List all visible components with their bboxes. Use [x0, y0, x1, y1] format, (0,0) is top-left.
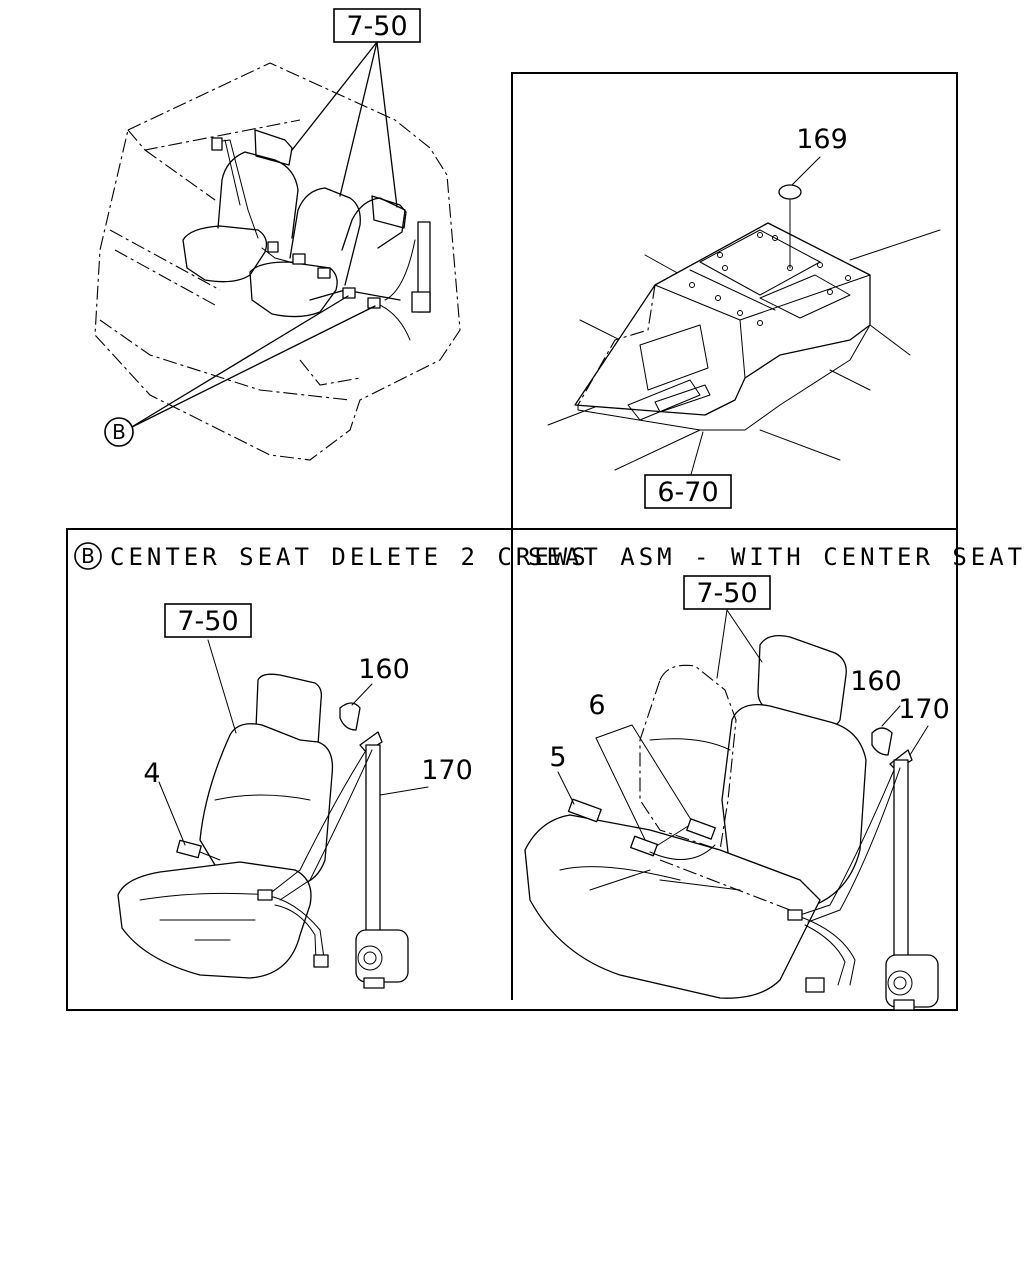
callout-left-seat-label: 7-50 [177, 606, 238, 637]
floor-console [547, 156, 941, 479]
callout-plug: 169 [796, 124, 848, 155]
callout-left-anchor-cover-label: 160 [358, 654, 410, 685]
callout-b-top: B [104, 417, 134, 447]
cab-overview [94, 41, 461, 461]
single-seat [117, 639, 429, 989]
callout-b-top-label: B [112, 420, 126, 444]
callout-left-belt-label: 170 [421, 755, 473, 786]
left-header: B CENTER SEAT DELETE 2 CREWS [74, 542, 590, 571]
callout-plug-label: 169 [796, 124, 848, 155]
left-header-title: CENTER SEAT DELETE 2 CREWS [110, 543, 590, 571]
callout-right-belt-label: 170 [898, 694, 950, 725]
right-header: SEAT ASM - WITH CENTER SEAT [528, 543, 1024, 571]
callout-left-buckle-label: 4 [143, 758, 160, 789]
panel-frames [66, 72, 958, 1011]
callout-seat-asm-top: 7-50 [333, 8, 421, 43]
left-header-circle-label: B [81, 544, 95, 568]
callout-seat-asm-top-label: 7-50 [346, 11, 407, 42]
callout-right-anchor-cover-label: 160 [850, 666, 902, 697]
callout-right-buckle-5-label: 5 [549, 742, 566, 773]
callout-right-seat: 7-50 [683, 575, 771, 610]
callout-console-label: 6-70 [657, 477, 718, 508]
callout-right-buckle-6-label: 6 [588, 690, 605, 721]
callout-console: 6-70 [644, 474, 732, 509]
bench-seat [524, 609, 939, 1011]
callout-right-seat-label: 7-50 [696, 578, 757, 609]
right-header-title: SEAT ASM - WITH CENTER SEAT [528, 543, 1024, 571]
callout-left-seat: 7-50 [164, 603, 252, 638]
